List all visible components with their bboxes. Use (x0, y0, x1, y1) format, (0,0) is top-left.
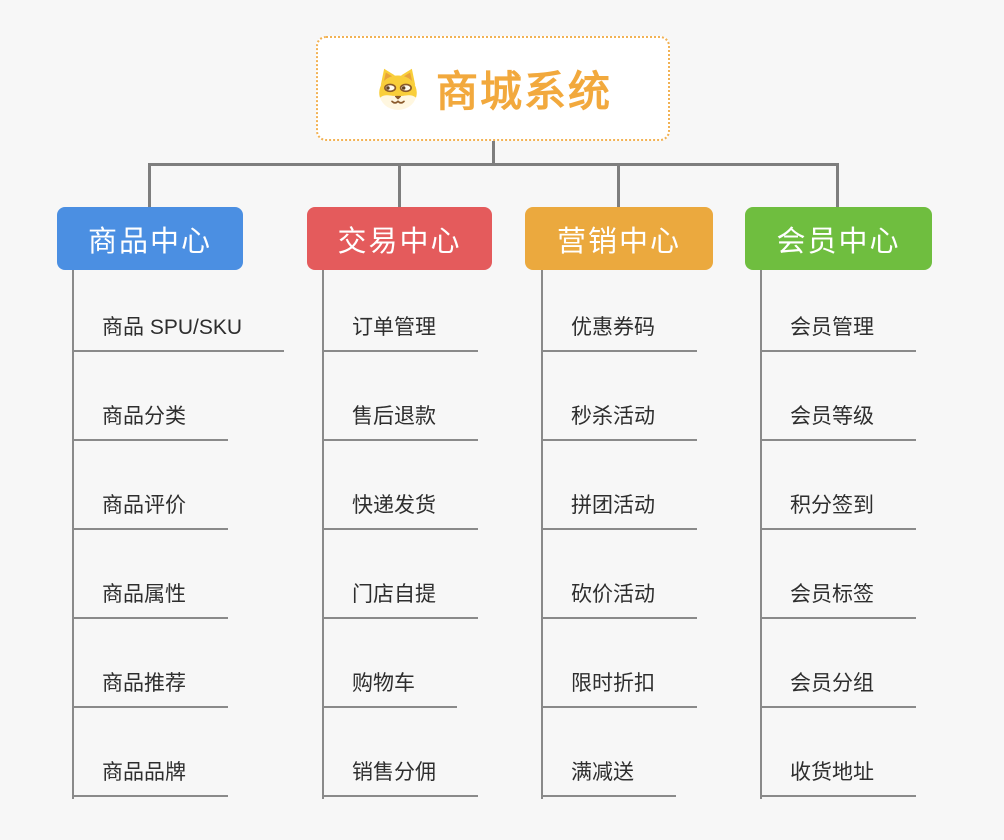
connector-drop-1 (148, 163, 151, 207)
connector-drop-4 (836, 163, 839, 207)
leaf-item[interactable]: 商品分类 (72, 400, 228, 441)
leaf-item[interactable]: 会员标签 (760, 578, 916, 619)
branch-header-member[interactable]: 会员中心 (745, 207, 932, 270)
root-title: 商城系统 (435, 68, 612, 115)
branch-spine-trade (322, 270, 324, 799)
connector-root-stem (492, 141, 495, 163)
branch-spine-member (760, 270, 762, 799)
branch-spine-marketing (541, 270, 543, 799)
leaf-item[interactable]: 售后退款 (322, 400, 478, 441)
leaf-item[interactable]: 会员等级 (760, 400, 916, 441)
connector-drop-2 (398, 163, 401, 207)
leaf-item[interactable]: 积分签到 (760, 489, 916, 530)
dog-face-icon (379, 68, 417, 110)
leaf-item[interactable]: 满减送 (541, 756, 676, 797)
leaf-item[interactable]: 商品推荐 (72, 667, 228, 708)
leaf-item[interactable]: 购物车 (322, 667, 457, 708)
leaf-item[interactable]: 商品品牌 (72, 756, 228, 797)
leaf-item[interactable]: 会员管理 (760, 311, 916, 352)
branch-header-product[interactable]: 商品中心 (57, 207, 243, 270)
leaf-item[interactable]: 订单管理 (322, 311, 478, 352)
leaf-item[interactable]: 限时折扣 (541, 667, 697, 708)
connector-rail (148, 163, 839, 166)
root-node[interactable]: 商城系统 (316, 36, 670, 141)
leaf-item[interactable]: 门店自提 (322, 578, 478, 619)
leaf-item[interactable]: 拼团活动 (541, 489, 697, 530)
branch-spine-product (72, 270, 74, 799)
leaf-item[interactable]: 销售分佣 (322, 756, 478, 797)
leaf-item[interactable]: 收货地址 (760, 756, 916, 797)
leaf-item[interactable]: 商品属性 (72, 578, 228, 619)
leaf-item[interactable]: 秒杀活动 (541, 400, 697, 441)
leaf-item[interactable]: 商品 SPU/SKU (72, 311, 285, 352)
leaf-item[interactable]: 会员分组 (760, 667, 916, 708)
branch-header-trade[interactable]: 交易中心 (307, 207, 492, 270)
leaf-item[interactable]: 砍价活动 (541, 578, 697, 619)
leaf-item[interactable]: 商品评价 (72, 489, 228, 530)
branch-header-marketing[interactable]: 营销中心 (525, 207, 713, 270)
leaf-item[interactable]: 优惠券码 (541, 311, 697, 352)
connector-drop-3 (617, 163, 620, 207)
leaf-item[interactable]: 快递发货 (322, 489, 478, 530)
